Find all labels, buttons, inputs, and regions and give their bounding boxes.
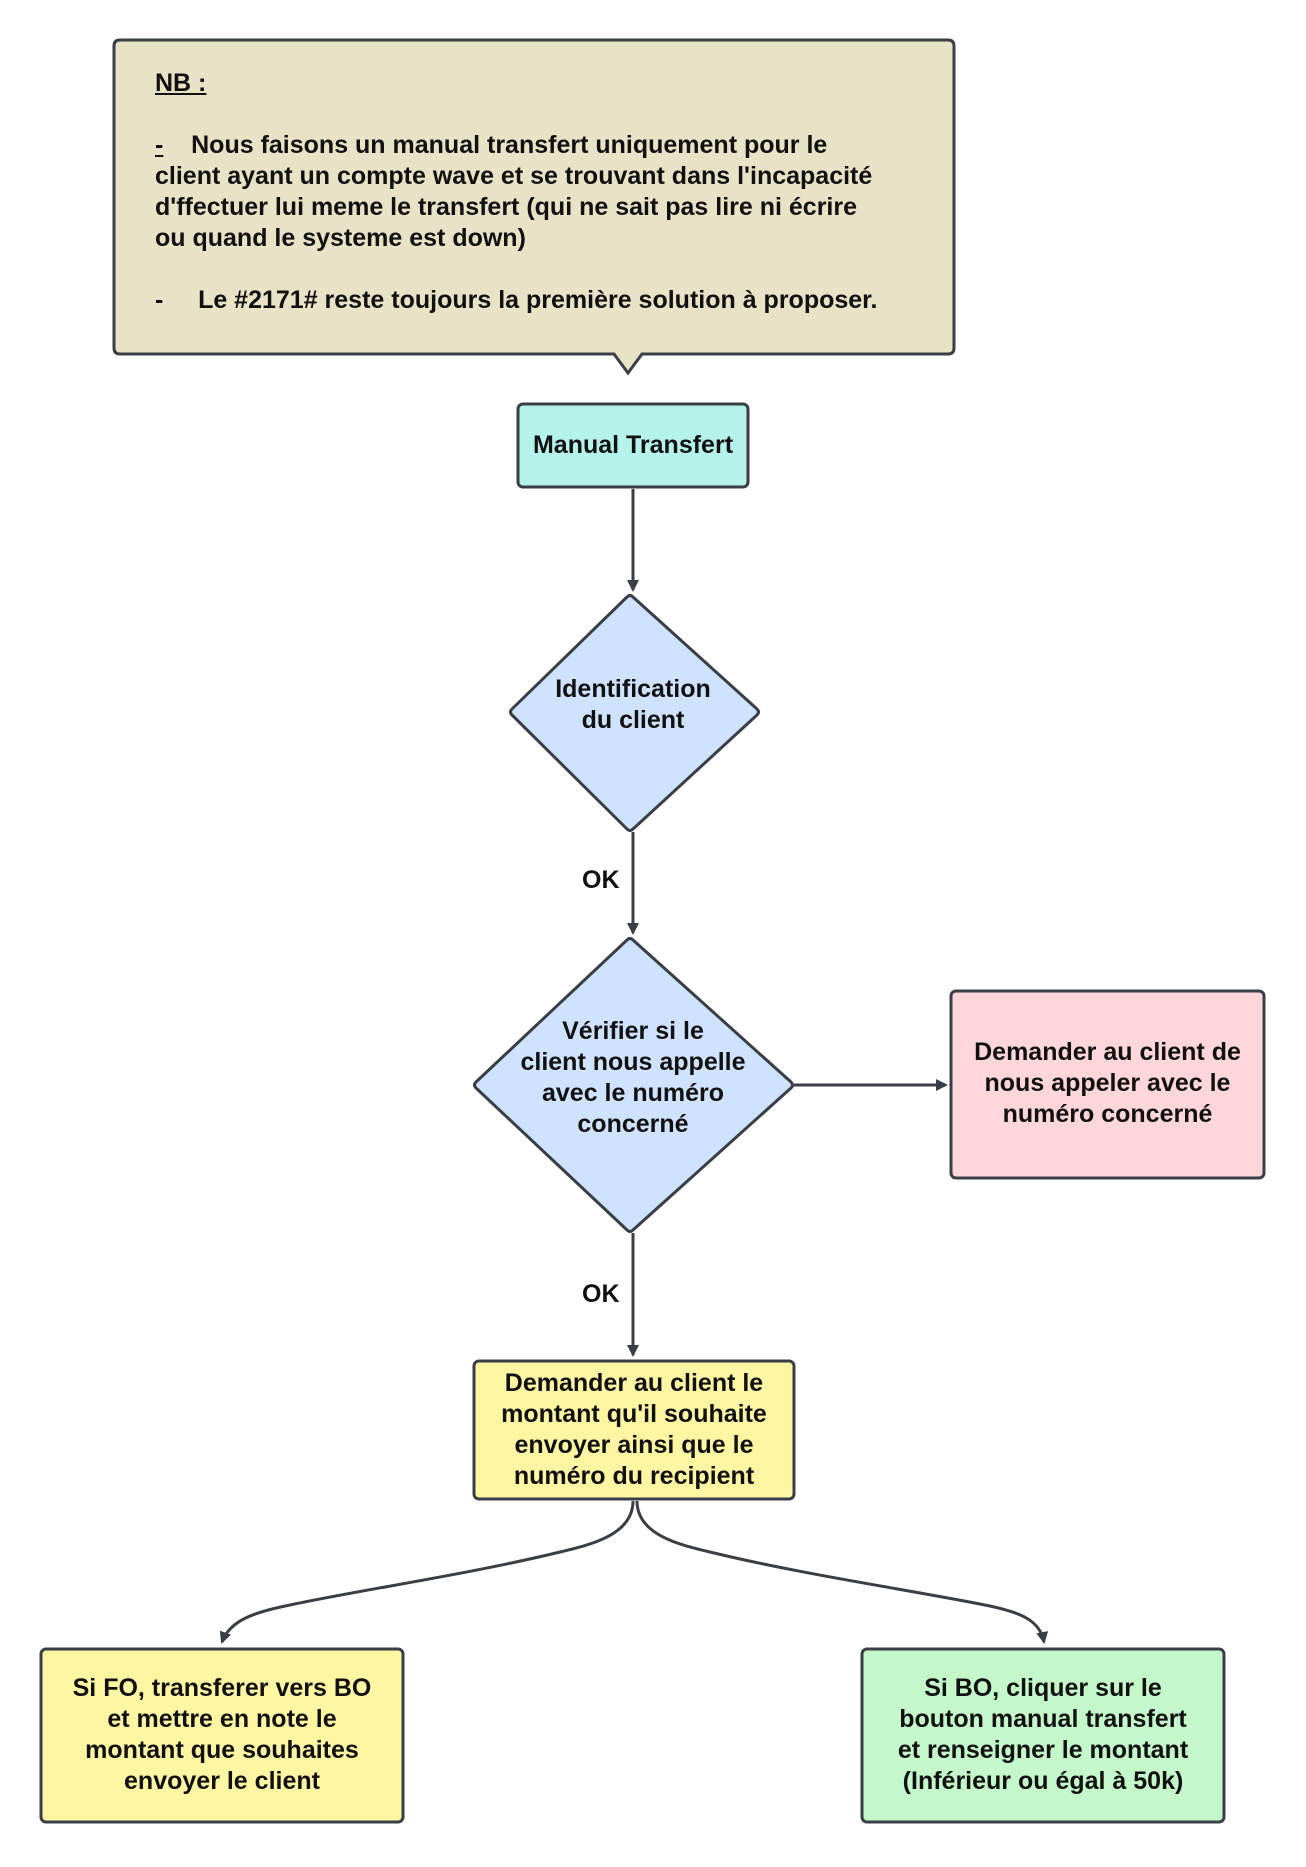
bo-node[interactable] [860, 1647, 1226, 1824]
fo-label: Si FO, transferer vers BO et mettre en n… [72, 1674, 372, 1795]
note-line-3: d'ffectuer lui meme le transfert (qui ne… [155, 193, 858, 221]
ask-call-node[interactable] [949, 989, 1266, 1180]
edge-ask-amount-to-fo [219, 1500, 635, 1644]
note-bullet-2-dash: - [155, 286, 164, 314]
bo-label: Si BO, cliquer sur le bouton manual tran… [897, 1674, 1189, 1795]
note-title: NB : [155, 69, 207, 97]
note-bullet-2-text: Le #2171# reste toujours la première sol… [198, 286, 878, 314]
ask-call-label: Demander au client de nous appeler avec … [974, 1038, 1241, 1128]
note-line-2: client ayant un compte wave et se trouva… [155, 162, 873, 190]
note-line-4: ou quand le systeme est down) [155, 224, 526, 252]
note-line-1: Nous faisons un manual transfert uniquem… [191, 131, 828, 159]
identification-label: Identification du client [555, 675, 711, 734]
verify-label: Vérifier si le client nous appelle avec … [520, 1017, 746, 1138]
edge-label-ok-1: OK [582, 866, 620, 894]
verify-decision[interactable] [473, 937, 794, 1233]
start-node[interactable] [516, 402, 750, 489]
note-bullet-1-dash: - [155, 131, 164, 159]
note-bullet-1: - Nous faisons un manual transfert uniqu… [155, 130, 935, 254]
ask-amount-label: Demander au client le montant qu'il souh… [501, 1369, 767, 1490]
start-node-label: Manual Transfert [532, 431, 734, 459]
edge-label-ok-2: OK [582, 1280, 620, 1308]
note-text: NB : - Nous faisons un manual transfert … [155, 68, 935, 316]
ask-amount-node[interactable] [472, 1359, 796, 1501]
note-bullet-2: - Le #2171# reste toujours la première s… [155, 285, 935, 316]
note-callout [112, 38, 956, 376]
edge-ask-amount-to-bo [635, 1500, 1049, 1644]
identification-decision[interactable] [509, 594, 760, 832]
fo-node[interactable] [39, 1647, 405, 1824]
